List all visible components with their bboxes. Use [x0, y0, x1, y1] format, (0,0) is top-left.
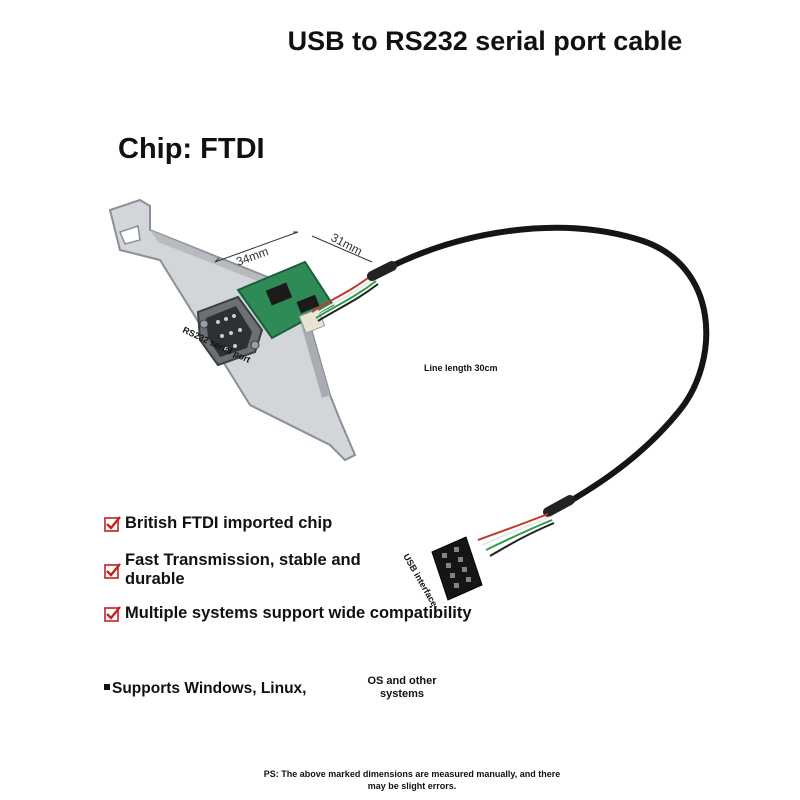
feature-item: British FTDI imported chip: [104, 514, 332, 533]
board-wires: [311, 274, 379, 322]
checkbox-checked-icon: [104, 516, 121, 532]
os-support-text: Supports Windows, Linux,: [112, 680, 307, 697]
feature-item: Fast Transmission, stable and durable: [104, 551, 374, 589]
usb-interface-label: USB interface: [401, 552, 439, 608]
dimension-lines: [214, 231, 373, 263]
os-support-extra: OS and other systems: [367, 675, 437, 700]
header-wires: [477, 513, 555, 557]
usb-header-connector: [431, 536, 483, 601]
bullet-square-icon: [104, 683, 110, 690]
feature-text: Fast Transmission, stable and durable: [125, 551, 361, 588]
os-support: Supports Windows, Linux,: [104, 680, 306, 698]
feature-text: Multiple systems support wide compatibil…: [125, 604, 472, 622]
pcb-board: [236, 260, 335, 340]
line-length-label: Line length 30cm: [424, 363, 498, 373]
feature-text: British FTDI imported chip: [125, 514, 333, 532]
feature-item: Multiple systems support wide compatibil…: [104, 604, 472, 623]
dimension-34mm: 34mm: [234, 244, 270, 269]
dimension-31mm: 31mm: [329, 230, 365, 258]
db9-connector: [196, 295, 264, 367]
checkbox-checked-icon: [104, 563, 121, 579]
footnote: PS: The above marked dimensions are meas…: [263, 769, 561, 791]
chip-label: Chip: FTDI: [118, 133, 265, 165]
page-title: USB to RS232 serial port cable: [287, 26, 683, 56]
checkbox-checked-icon: [104, 606, 121, 622]
usb-cable: [377, 224, 710, 513]
